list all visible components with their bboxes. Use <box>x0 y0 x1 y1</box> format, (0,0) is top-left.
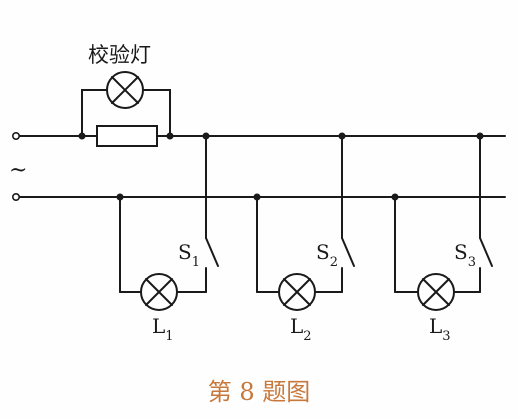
junction-dot <box>78 132 86 140</box>
fuse <box>96 125 158 147</box>
test-lamp-label: 校验灯 <box>88 43 151 67</box>
ac-symbol: ~ <box>9 158 27 183</box>
input-terminal-bottom <box>12 193 21 202</box>
switch-label-s3: S3 <box>454 240 476 270</box>
branch-1 <box>116 132 219 311</box>
input-terminal-top <box>12 132 21 141</box>
switch-blade <box>341 237 355 267</box>
lamp-icon <box>278 273 316 311</box>
branch-3 <box>391 132 493 311</box>
switch-label-s1: S1 <box>178 240 200 270</box>
switch-blade <box>205 237 219 267</box>
lamp-label-l1: L1 <box>152 314 174 344</box>
test-lamp-bypass <box>81 89 107 137</box>
test-lamp-icon <box>106 71 144 109</box>
lamp-icon <box>140 273 178 311</box>
switch-blade <box>479 237 493 267</box>
junction-dot <box>166 132 174 140</box>
switch-label-s2: S2 <box>316 240 338 270</box>
test-lamp-bypass-right <box>143 89 171 137</box>
lamp-label-l3: L3 <box>429 314 451 344</box>
branch-2 <box>253 132 355 311</box>
lamp-icon <box>417 273 455 311</box>
figure-caption: 第 8 题图 <box>208 378 311 406</box>
lamp-label-l2: L2 <box>290 314 312 344</box>
